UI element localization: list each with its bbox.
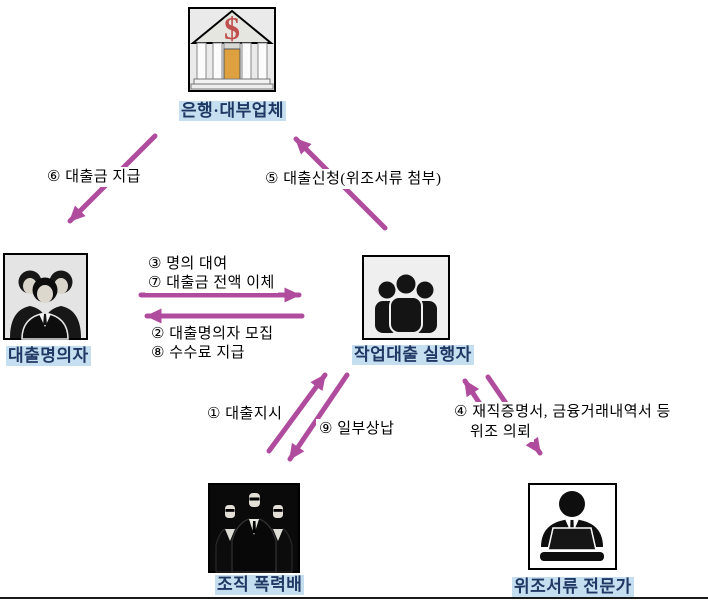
edge-label-5: ⑤ 대출신청(위조서류 첨부) [262,169,445,189]
bottom-border-line [0,597,708,599]
borrowers-node-label: 대출명의자 [6,346,91,366]
forger-node-label: 위조서류 전문가 [512,577,634,597]
forger-node [528,483,617,570]
edge-label-4: ④ 재직증명서, 금융거래내역서 등 위조 의뢰 [451,402,674,442]
arrow-e9-executor-to-gang [287,372,350,462]
edge-label-4-line1: ④ 재직증명서, 금융거래내역서 등 [451,402,674,422]
arrow-e1-gang-to-executor [266,372,328,454]
bank-building-icon: $ [188,7,276,92]
gang-members-icon [208,483,300,573]
edge-label-6: ⑥ 대출금 지급 [44,167,144,187]
edge-label-1: ① 대출지시 [204,404,286,424]
edge-label-4-line2: 위조 의뢰 [467,422,535,442]
edge-label-7: ⑦ 대출금 전액 이체 [145,273,278,293]
executor-node-label: 작업대출 실행자 [352,345,474,365]
bank-node: $ [188,7,276,92]
gang-node-label: 조직 폭력배 [215,575,305,595]
person-laptop-icon [528,483,617,570]
borrowers-node [3,253,88,340]
dollar-sign: $ [224,10,240,46]
people-group-icon [362,255,450,340]
executor-node [362,255,450,340]
people-group-icon [3,253,88,340]
edge-label-8: ⑧ 수수료 지급 [148,343,248,363]
edge-label-9: ⑨ 일부상납 [316,419,398,439]
edge-label-3: ③ 명의 대여 [145,254,231,274]
gang-node [208,483,300,573]
bank-node-label: 은행·대부업체 [179,101,287,121]
edge-label-2: ② 대출명의자 모집 [148,324,277,344]
